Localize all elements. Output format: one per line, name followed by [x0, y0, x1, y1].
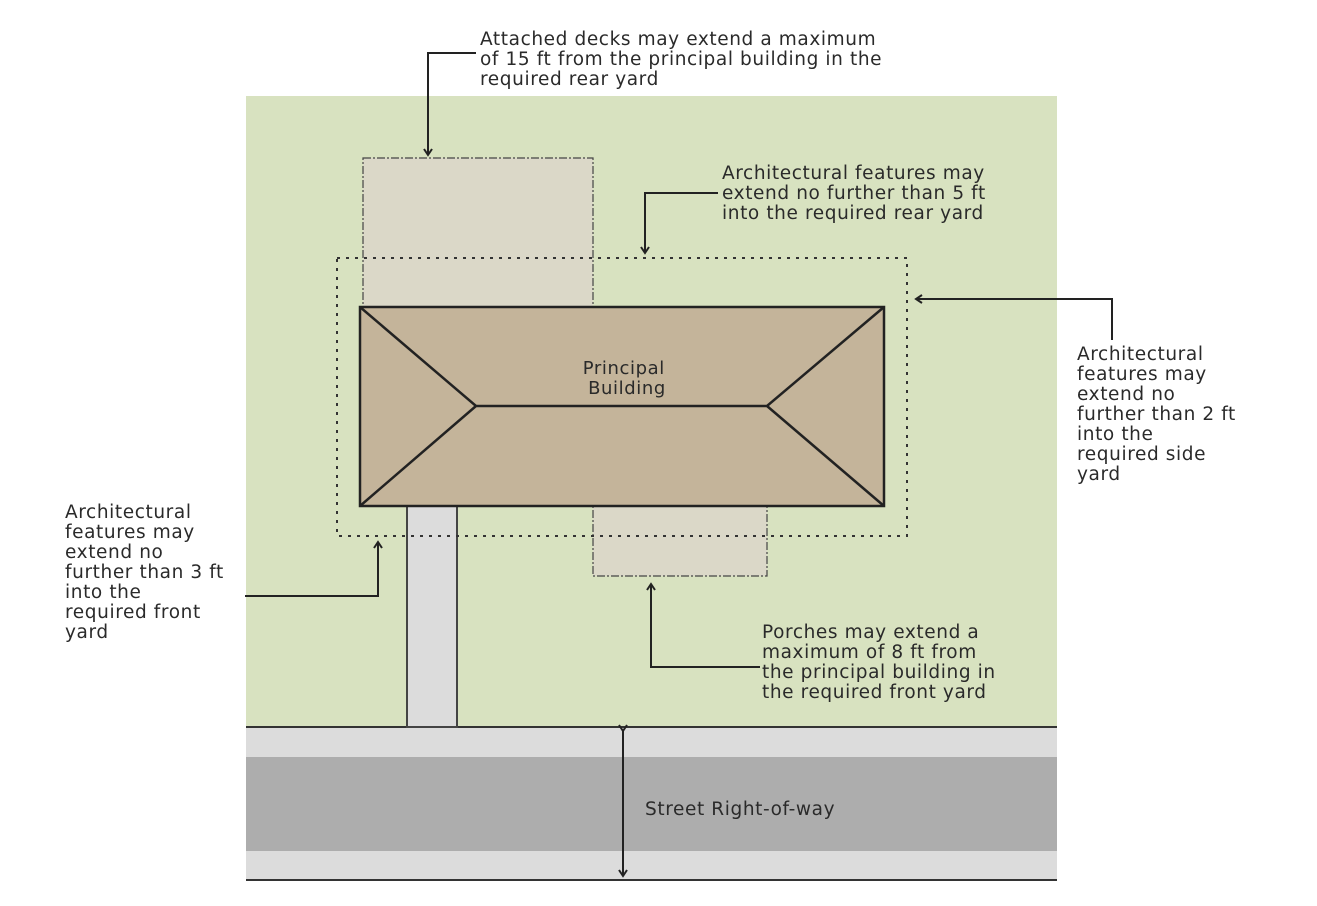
roadway: [246, 757, 1057, 851]
architectural-feature-envelope: [336, 257, 908, 537]
porch-leader-arrow: [646, 582, 760, 668]
sidewalk-bottom: [246, 851, 1057, 880]
porch: [592, 505, 768, 577]
rear-yard-callout: Architectural features may extend no fur…: [722, 163, 992, 224]
front-leader-arrow: [245, 540, 383, 597]
attached-deck: [362, 157, 594, 308]
deck-callout: Attached decks may extend a maximum of 1…: [480, 29, 889, 90]
side-yard-callout: Architectural features may extend no fur…: [1077, 344, 1242, 485]
front-yard-callout: Architectural features may extend no fur…: [65, 502, 230, 643]
side-leader-arrow: [914, 294, 1113, 340]
building-label: Principal Building: [583, 358, 671, 399]
driveway: [406, 505, 458, 728]
sidewalk-top: [246, 727, 1057, 757]
rear-leader-arrow: [640, 192, 718, 255]
deck-leader-arrow: [423, 52, 476, 157]
principal-building: Principal Building: [358, 305, 886, 508]
street-right-of-way-label: Street Right-of-way: [645, 799, 835, 820]
porch-callout: Porches may extend a maximum of 8 ft fro…: [762, 622, 1002, 703]
